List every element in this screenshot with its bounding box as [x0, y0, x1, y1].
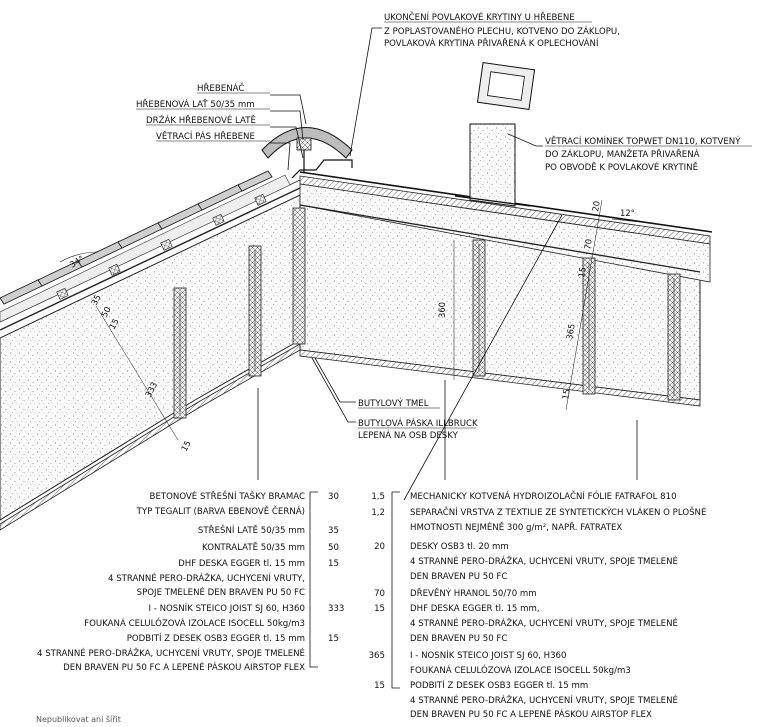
right-legend-row-14: 4 STRANNÉ PERO-DRÁŽKA, UCHYCENÍ VRUTY, S… — [410, 696, 678, 706]
left-legend-row-3: STŘEŠNÍ LATĚ 50/35 mm — [197, 526, 305, 536]
right-legend-row-13: PODBITÍ Z DESEK OSB3 EGGER tl. 15 mm — [410, 681, 589, 691]
dim-angle-34: 34° — [68, 253, 86, 269]
right-legend-row-1: MECHANICKY KOTVENÁ HYDROIZOLAČNÍ FÓLIE F… — [410, 492, 677, 502]
callout-hrebenac: HŘEBENÁČ — [197, 82, 244, 94]
right-legend-value-13: 15 — [374, 681, 385, 691]
right-roof-assembly — [292, 171, 713, 407]
right-legend-row-6: DEN BRAVEN PU 50 FC — [410, 572, 508, 582]
left-legend-row-11: 4 STRANNÉ PERO-DRÁŽKA, UCHYCENÍ VRUTY, S… — [37, 649, 305, 659]
left-legend-row-10: PODBITÍ Z DESEK OSB3 EGGER tl. 15 mm — [126, 634, 305, 644]
left-legend-value-5: 15 — [328, 559, 339, 569]
dim-20: 20 — [590, 200, 602, 212]
left-legend-row-9: FOUKANÁ CELULÓZOVÁ IZOLACE ISOCELL 50kg/… — [84, 619, 305, 629]
left-legend-value-10: 15 — [328, 634, 339, 644]
dimension-labels: 34° 12° 35 50 15 333 15 360 20 70 15 365… — [59, 199, 651, 453]
callout-drzak: DRŽÁK HŘEBENOVÉ LATĚ — [146, 114, 256, 126]
dim-15a: 15 — [107, 317, 121, 331]
callout-butyl-paska-2: LEPENÁ NA OSB DESKY — [358, 429, 459, 441]
callout-vent-3: PO OBVODĚ K POVLAKOVÉ KRYTINĚ — [545, 161, 698, 173]
ridge-detail — [261, 127, 353, 179]
right-legend-row-3: HMOTNOSTI NEJMÉNĚ 300 g/m², NAPŘ. FATRAT… — [410, 523, 623, 533]
left-legend-row-6: 4 STRANNÉ PERO-DRÁŽKA, UCHYCENÍ VRUTY, — [108, 574, 305, 584]
callout-ridge-end-2: Z POPLASTOVANÉHO PLECHU, KOTVENO DO ZÁKL… — [384, 25, 620, 37]
left-roof-tiles — [0, 170, 273, 305]
ridge-flashing — [291, 159, 353, 179]
right-legend-row-8: DHF DESKA EGGER tl. 15 mm, — [410, 604, 540, 614]
right-legend-value-11: 365 — [368, 651, 385, 661]
dim-50: 50 — [99, 305, 113, 319]
left-i-joist — [173, 245, 262, 419]
dim-angle-12: 12° — [620, 208, 635, 218]
right-legend-row-9: 4 STRANNÉ PERO-DRÁŽKA, UCHYCENÍ VRUTY, S… — [410, 619, 678, 629]
right-legend-row-4: DESKY OSB3 tl. 20 mm — [410, 542, 509, 552]
right-legend-value-7: 70 — [374, 589, 385, 599]
left-counter-battens — [0, 174, 291, 323]
dim-35: 35 — [89, 293, 103, 307]
ridge-cap-tile — [261, 127, 353, 159]
dim-360: 360 — [437, 302, 447, 318]
right-soffit-osb — [299, 349, 701, 407]
right-legend-row-7: DŘEVĚNÝ HRANOL 50/70 mm — [410, 589, 537, 599]
leader-lines — [257, 27, 638, 501]
left-roof-assembly — [0, 170, 301, 531]
callout-vent: VĚTRACÍ KOMÍNEK TOPWET DN110, KOTVENÝ — [545, 135, 741, 147]
right-legend-row-12: FOUKANÁ CELULÓZOVÁ IZOLACE ISOCELL 50kg/… — [410, 666, 631, 676]
right-legend-value-8: 15 — [374, 604, 385, 614]
dim-15d: 15 — [560, 388, 572, 400]
callout-labels: UKONČENÍ POVLAKOVÉ KRYTINY U HŘEBENE Z P… — [136, 11, 752, 441]
left-legend-row-2: TYP TEGALIT (BARVA EBENOVĚ ČERNÁ) — [136, 507, 305, 517]
right-legend-value-1: 1,5 — [371, 492, 385, 502]
ventilation-chimney — [454, 62, 536, 207]
left-legend-value-4: 50 — [328, 543, 339, 553]
left-legend-row-12: DEN BRAVEN PU 50 FC A LEPENÉ PÁSKOU AIRS… — [63, 663, 305, 673]
right-legend-row-15: DEN BRAVEN PU 50 FC A LEPENÉ PÁSKOU AIRS… — [410, 710, 652, 720]
dim-15c: 15 — [576, 266, 588, 278]
right-i-joist — [292, 207, 681, 401]
left-legend-value-8: 333 — [328, 604, 345, 614]
left-insulation-layer — [0, 194, 301, 521]
right-ventilated-gap — [299, 183, 711, 283]
right-legend-row-10: DEN BRAVEN PU 50 FC — [410, 634, 508, 644]
callout-vetraci-pas: VĚTRACÍ PÁS HŘEBENE — [156, 130, 255, 142]
left-dhf-board — [0, 187, 301, 331]
dim-365: 365 — [564, 323, 577, 340]
legend-brackets — [309, 491, 400, 689]
callout-hrebenova-lat: HŘEBENOVÁ LAŤ 50/35 mm — [136, 98, 255, 110]
left-battens — [56, 193, 267, 300]
right-legend-row-11: I - NOSNÍK STEICO JOIST SJ 60, H360 — [410, 651, 567, 661]
right-legend-value-4: 20 — [374, 542, 385, 552]
right-legend-row-5: 4 STRANNÉ PERO-DRÁŽKA, UCHYCENÍ VRUTY, S… — [410, 557, 678, 567]
right-legend-row-2: SEPARAČNÍ VRSTVA Z TEXTILIE ZE SYNTETICK… — [410, 508, 707, 518]
vent-pipe-body — [469, 123, 516, 207]
left-legend-row-1: BETONOVÉ STŘEŠNÍ TAŠKY BRAMAC — [149, 492, 305, 502]
callout-butyl-tmel: BUTYLOVÝ TMEL — [358, 397, 429, 409]
left-legend-row-4: KONTRALATĚ 50/35 mm — [202, 543, 305, 553]
left-legend-row-5: DHF DESKA EGGER tl. 15 mm — [178, 559, 305, 569]
left-legend-row-8: I - NOSNÍK STEICO JOIST SJ 60, H360 — [148, 604, 306, 614]
dim-70: 70 — [582, 238, 594, 250]
dim-15b: 15 — [179, 439, 193, 453]
left-legend-value-1: 30 — [328, 492, 339, 502]
right-legend-value-2: 1,2 — [371, 508, 385, 518]
left-legend-value-3: 35 — [328, 526, 339, 536]
callout-butyl-paska: BUTYLOVÁ PÁSKA ILLBRUCK — [358, 417, 478, 429]
callout-ridge-end-3: POVLAKOVÁ KRYTINA PŘIVAŘENÁ K OPLECHOVÁN… — [384, 37, 599, 49]
left-legend-row-7: SPOJE TMELENÉ DEN BRAVEN PU 50 FC — [136, 588, 305, 598]
callout-vent-2: DO ZÁKLOPU, MANŽETA PŘIVAŘENÁ — [545, 148, 700, 160]
callout-ridge-end: UKONČENÍ POVLAKOVÉ KRYTINY U HŘEBENE — [384, 11, 575, 23]
footer-note: Nepublikovat ani šířit — [36, 715, 121, 724]
